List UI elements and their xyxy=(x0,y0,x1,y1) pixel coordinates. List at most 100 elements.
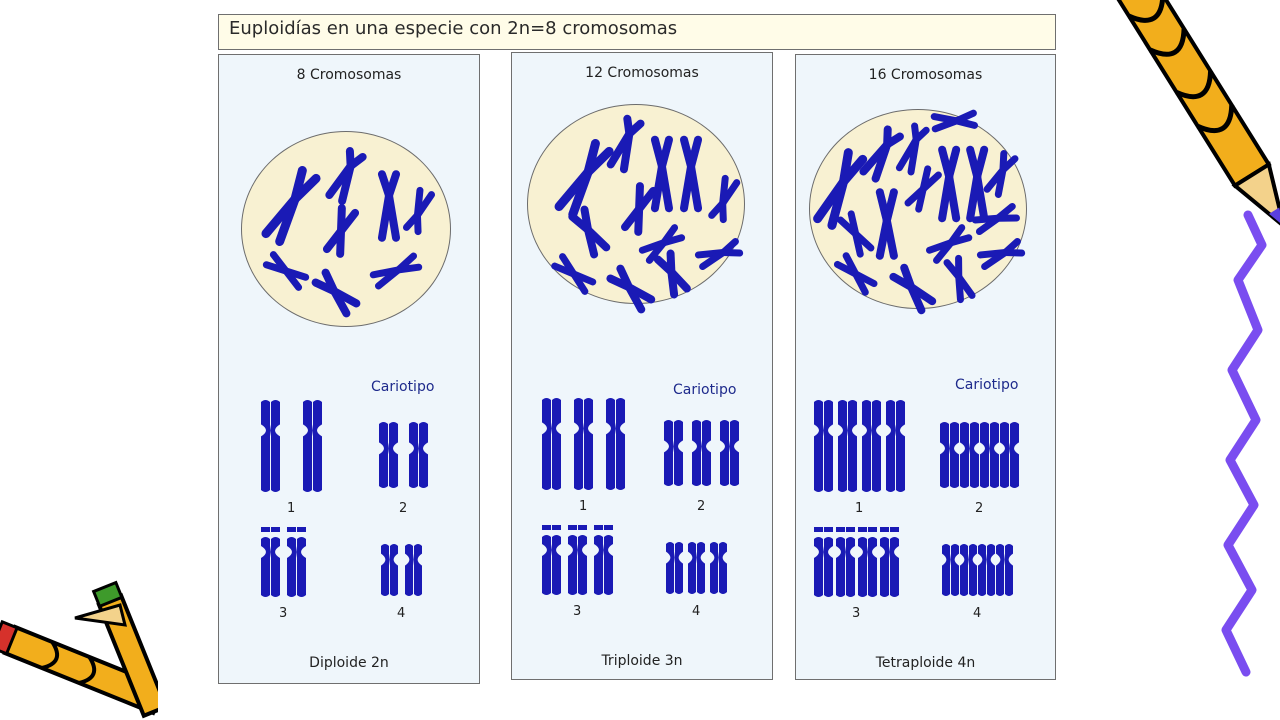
karyotype-chromosome xyxy=(980,422,999,488)
metaphase-chromosome xyxy=(976,237,1026,271)
karyotype-chromosome xyxy=(862,400,881,492)
metaphase-chromosome xyxy=(262,251,310,291)
chromosome-group-number: 1 xyxy=(579,499,588,514)
karyotype-chromosome xyxy=(710,542,727,594)
chromosome-group-number: 3 xyxy=(573,604,582,619)
karyotype-chromosome xyxy=(664,420,683,486)
metaphase-chromosome xyxy=(679,135,703,213)
chromosome-group-number: 1 xyxy=(287,501,296,516)
karyotype-chromosome xyxy=(261,527,280,597)
karyotype-chromosome xyxy=(542,525,561,595)
karyotype-chromosome xyxy=(688,542,705,594)
metaphase-chromosome xyxy=(930,109,978,133)
karyotype-chromosome xyxy=(405,544,422,596)
metaphase-chromosome xyxy=(653,249,691,299)
karyotype-label: Cariotipo xyxy=(673,382,737,398)
karyotype-chromosome xyxy=(940,422,959,488)
karyotype-chromosome xyxy=(960,544,977,596)
metaphase-chromosome xyxy=(369,252,423,290)
chromosome-group-number: 4 xyxy=(973,606,982,621)
pencils-bottom-left-icon xyxy=(0,560,198,720)
metaphase-chromosome xyxy=(904,165,942,213)
karyotype-chromosome xyxy=(942,544,959,596)
metaphase-chromosome xyxy=(568,205,611,259)
karyotype-chromosome xyxy=(814,400,833,492)
metaphase-chromosome xyxy=(638,224,686,264)
karyotype-chromosome xyxy=(574,398,593,490)
chromosome-drawing xyxy=(261,147,436,597)
metaphase-chromosome xyxy=(650,135,673,213)
karyotype-chromosome xyxy=(858,527,877,597)
ploidy-caption: Triploide 3n xyxy=(601,653,683,669)
pencil-top-right-icon xyxy=(1110,0,1280,232)
karyotype-chromosome xyxy=(594,525,613,595)
karyotype-chromosome xyxy=(720,420,739,486)
chromosome-drawing xyxy=(813,109,1026,597)
chromosome-group-number: 4 xyxy=(692,604,701,619)
metaphase-chromosome xyxy=(621,182,658,236)
karyotype-chromosome xyxy=(287,527,306,597)
chromosome-group-number: 3 xyxy=(852,606,861,621)
karyotype-chromosome xyxy=(886,400,905,492)
metaphase-chromosome xyxy=(859,125,904,183)
metaphase-chromosome xyxy=(311,268,361,318)
metaphase-chromosome xyxy=(261,166,321,246)
metaphase-chromosome xyxy=(895,122,930,176)
karyotype-label: Cariotipo xyxy=(955,377,1019,393)
karyotype-chromosome xyxy=(381,544,398,596)
karyotype-label: Cariotipo xyxy=(371,379,435,395)
karyotype-chromosome xyxy=(606,398,625,490)
purple-squiggle-icon xyxy=(1221,210,1267,677)
metaphase-chromosome xyxy=(322,204,360,258)
karyotype-chromosome xyxy=(409,422,428,488)
chromosome-group-number: 1 xyxy=(855,501,864,516)
chromosome-group-number: 2 xyxy=(975,501,984,516)
karyotype-chromosome xyxy=(996,544,1013,596)
chromosome-count-title: 12 Cromosomas xyxy=(585,65,699,81)
metaphase-chromosome xyxy=(377,170,401,242)
karyotype-chromosome xyxy=(1000,422,1019,488)
karyotype-chromosome xyxy=(838,400,857,492)
ploidy-caption: Tetraploide 4n xyxy=(875,655,976,671)
metaphase-chromosome xyxy=(925,224,973,264)
metaphase-chromosome xyxy=(875,188,898,260)
karyotype-chromosome xyxy=(960,422,979,488)
chromosome-group-number: 4 xyxy=(397,606,406,621)
metaphase-chromosome xyxy=(889,263,937,315)
karyotype-chromosome xyxy=(692,420,711,486)
chromosome-drawing xyxy=(542,114,744,595)
ploidy-caption: Diploide 2n xyxy=(309,655,389,671)
chromosome-group-number: 2 xyxy=(697,499,706,514)
metaphase-chromosome xyxy=(983,150,1019,198)
karyotype-chromosome xyxy=(568,525,587,595)
metaphase-chromosome xyxy=(833,252,878,296)
metaphase-chromosome xyxy=(938,145,961,223)
karyotype-chromosome xyxy=(880,527,899,597)
karyotype-chromosome xyxy=(303,400,322,492)
karyotype-chromosome xyxy=(542,398,561,490)
karyotype-chromosome xyxy=(261,400,280,492)
karyotype-chromosome xyxy=(379,422,398,488)
karyotype-chromosome xyxy=(814,527,833,597)
metaphase-chromosome xyxy=(708,174,741,224)
metaphase-chromosome xyxy=(971,202,1020,236)
metaphase-chromosome xyxy=(813,148,868,230)
metaphase-chromosome xyxy=(694,237,744,271)
metaphase-chromosome xyxy=(551,253,597,295)
metaphase-chromosome xyxy=(606,264,656,314)
figure-title: Euploidías en una especie con 2n=8 cromo… xyxy=(218,14,1056,50)
karyotype-chromosome xyxy=(978,544,995,596)
metaphase-chromosome xyxy=(402,186,436,236)
chromosome-group-number: 2 xyxy=(399,501,408,516)
chromosome-count-title: 8 Cromosomas xyxy=(296,67,402,83)
karyotype-chromosome xyxy=(836,527,855,597)
metaphase-chromosome xyxy=(837,210,875,258)
metaphase-chromosome xyxy=(966,145,989,223)
metaphase-chromosome xyxy=(606,114,645,174)
karyotype-chromosome xyxy=(666,542,683,594)
chromosome-group-number: 3 xyxy=(279,606,288,621)
